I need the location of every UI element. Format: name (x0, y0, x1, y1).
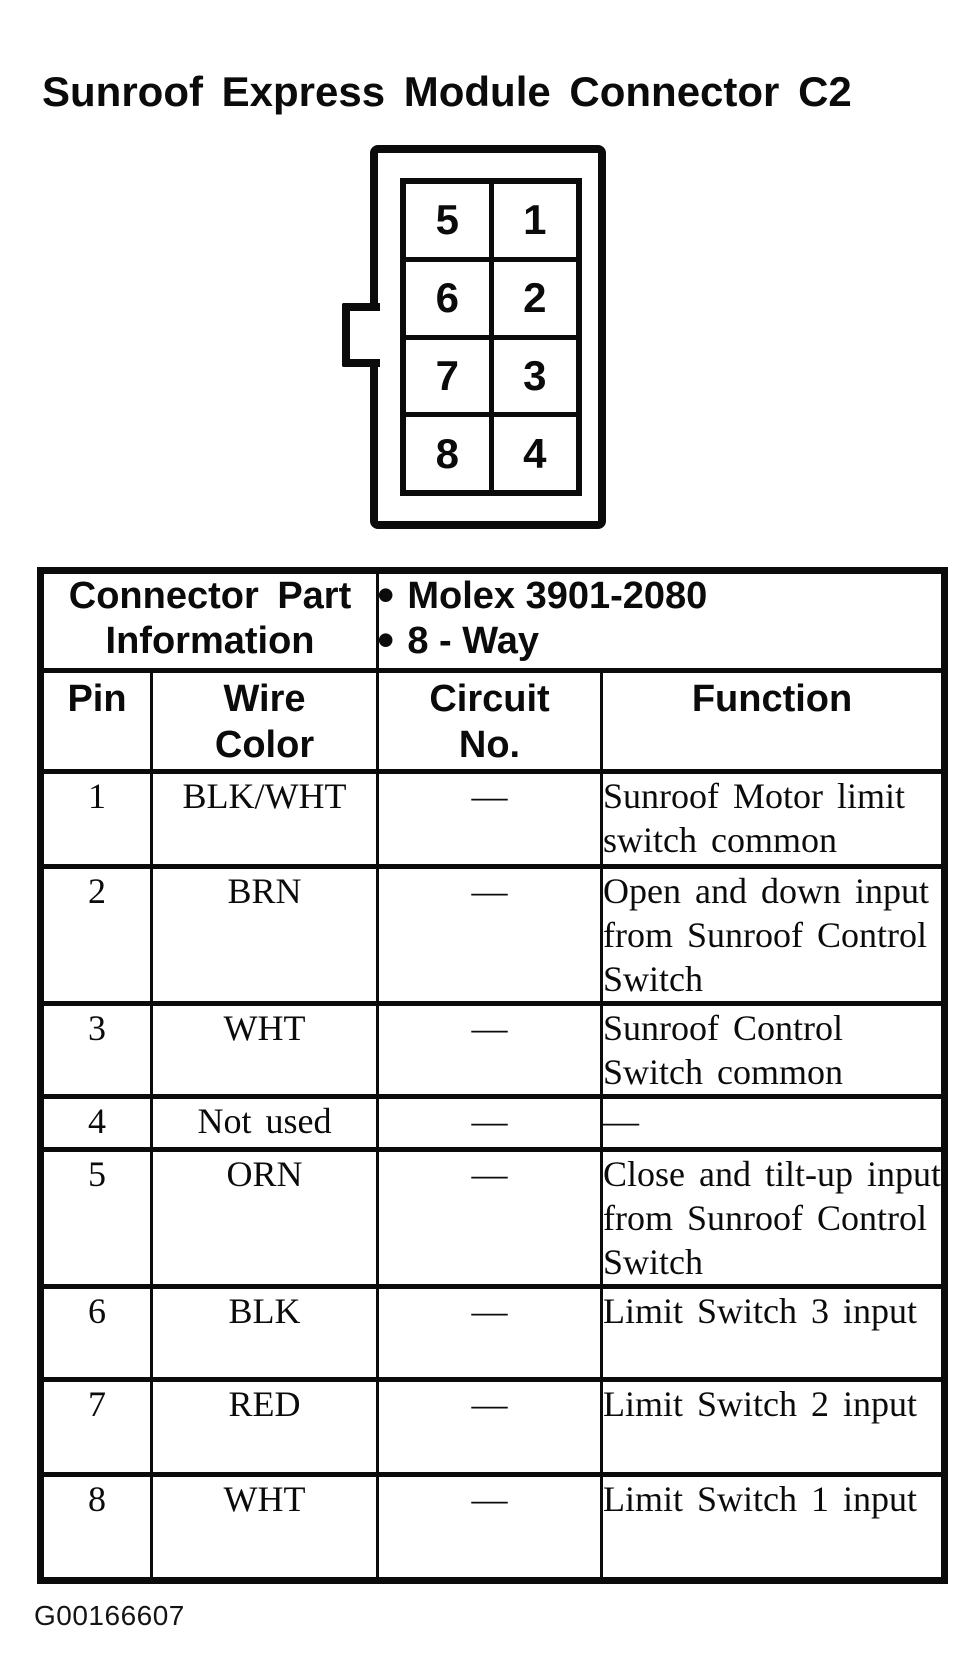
table-column-header-row: Pin Wire Color Circuit No. Function (39, 668, 947, 774)
bullet-icon: • (377, 570, 394, 623)
function-cell: Sunroof Control Switch common (600, 1001, 947, 1099)
table-row-pin-6: 6 BLK — Limit Switch 3 input (39, 1284, 947, 1382)
wire-color-cell: ORN (149, 1147, 380, 1289)
part-info-cell: Connector Part Information (38, 568, 380, 673)
connector-pin-cell-3: 3 (493, 339, 576, 413)
function-cell: Close and tilt-up input from Sunroof Con… (600, 1147, 947, 1289)
function-cell: Limit Switch 1 input (600, 1472, 947, 1583)
pin-cell: 3 (39, 1001, 153, 1099)
pin-cell: 8 (39, 1472, 153, 1583)
pinout-table: Connector Part Information •Molex 3901-2… (37, 567, 949, 1584)
connector-pin-cell-2: 2 (493, 261, 576, 335)
wire-color-cell: Not used (149, 1094, 380, 1152)
wire-color-cell: WHT (149, 1001, 380, 1099)
circuit-no-cell: — (376, 1377, 604, 1477)
connector-pin-cell-7: 7 (406, 339, 489, 413)
wire-color-cell: BLK (149, 1284, 380, 1382)
table-header-part-info-row: Connector Part Information •Molex 3901-2… (38, 568, 947, 673)
circuit-no-cell: — (376, 769, 604, 869)
circuit-no-cell: — (376, 864, 604, 1006)
wire-color-cell: BLK/WHT (149, 769, 380, 869)
part-details-line: •Molex 3901-2080 (381, 575, 942, 623)
page-title: Sunroof Express Module Connector C2 (42, 68, 852, 115)
bullet-icon: • (377, 614, 394, 668)
connector-pin-cell-6: 6 (406, 261, 489, 335)
pin-cell: 5 (39, 1147, 153, 1289)
table-row-pin-7: 7 RED — Limit Switch 2 input (39, 1377, 947, 1477)
part-info-line1: Connector Part (68, 575, 352, 618)
circuit-no-cell: — (376, 1001, 604, 1099)
circuit-no-cell: — (376, 1147, 604, 1289)
connector-pin-grid: 5 1 6 2 7 3 8 4 (400, 178, 582, 496)
wire-color-cell: WHT (149, 1472, 380, 1583)
part-details-line: •8 - Way (381, 615, 942, 666)
pin-cell: 6 (39, 1284, 153, 1382)
function-cell: — (600, 1094, 947, 1152)
table-row-pin-8: 8 WHT — Limit Switch 1 input (39, 1472, 947, 1583)
table-row-pin-1: 1 BLK/WHT — Sunroof Motor limit switch c… (39, 769, 947, 869)
table-row-pin-3: 3 WHT — Sunroof Control Switch common (39, 1001, 947, 1099)
connector-pin-cell-1: 1 (493, 184, 576, 257)
column-header-pin: Pin (39, 668, 153, 774)
part-details-text: 8 - Way (407, 620, 539, 662)
connector-diagram: 5 1 6 2 7 3 8 4 (342, 145, 606, 529)
column-header-circuit-no: Circuit No. (376, 668, 604, 774)
connector-pin-cell-5: 5 (406, 184, 489, 257)
circuit-no-cell: — (376, 1284, 604, 1382)
function-cell: Limit Switch 2 input (600, 1377, 947, 1477)
figure-code: G00166607 (34, 1600, 185, 1631)
table-row-pin-2: 2 BRN — Open and down input from Sunroof… (39, 864, 947, 1006)
function-cell: Open and down input from Sunroof Control… (600, 864, 947, 1006)
part-details-text: Molex 3901-2080 (407, 575, 708, 618)
wire-color-cell: BRN (149, 864, 380, 1006)
table-row-pin-5: 5 ORN — Close and tilt-up input from Sun… (39, 1147, 947, 1289)
column-header-function: Function (600, 668, 947, 774)
wire-color-cell: RED (149, 1377, 380, 1477)
circuit-no-cell: — (376, 1094, 604, 1152)
circuit-no-cell: — (376, 1472, 604, 1583)
function-cell: Limit Switch 3 input (600, 1284, 947, 1382)
pin-cell: 4 (39, 1094, 153, 1152)
table-row-pin-4: 4 Not used — — (39, 1094, 947, 1152)
column-header-wire-color: Wire Color (149, 668, 380, 774)
connector-latch-tab (342, 303, 380, 367)
pin-cell: 7 (39, 1377, 153, 1477)
part-details-cell: •Molex 3901-2080 •8 - Way (376, 568, 947, 673)
pin-cell: 1 (39, 769, 153, 869)
connector-pin-cell-4: 4 (493, 417, 576, 490)
pin-cell: 2 (39, 864, 153, 1006)
connector-pin-cell-8: 8 (406, 417, 489, 490)
function-cell: Sunroof Motor limit switch common (600, 769, 947, 869)
part-info-line2: Information (105, 620, 315, 662)
